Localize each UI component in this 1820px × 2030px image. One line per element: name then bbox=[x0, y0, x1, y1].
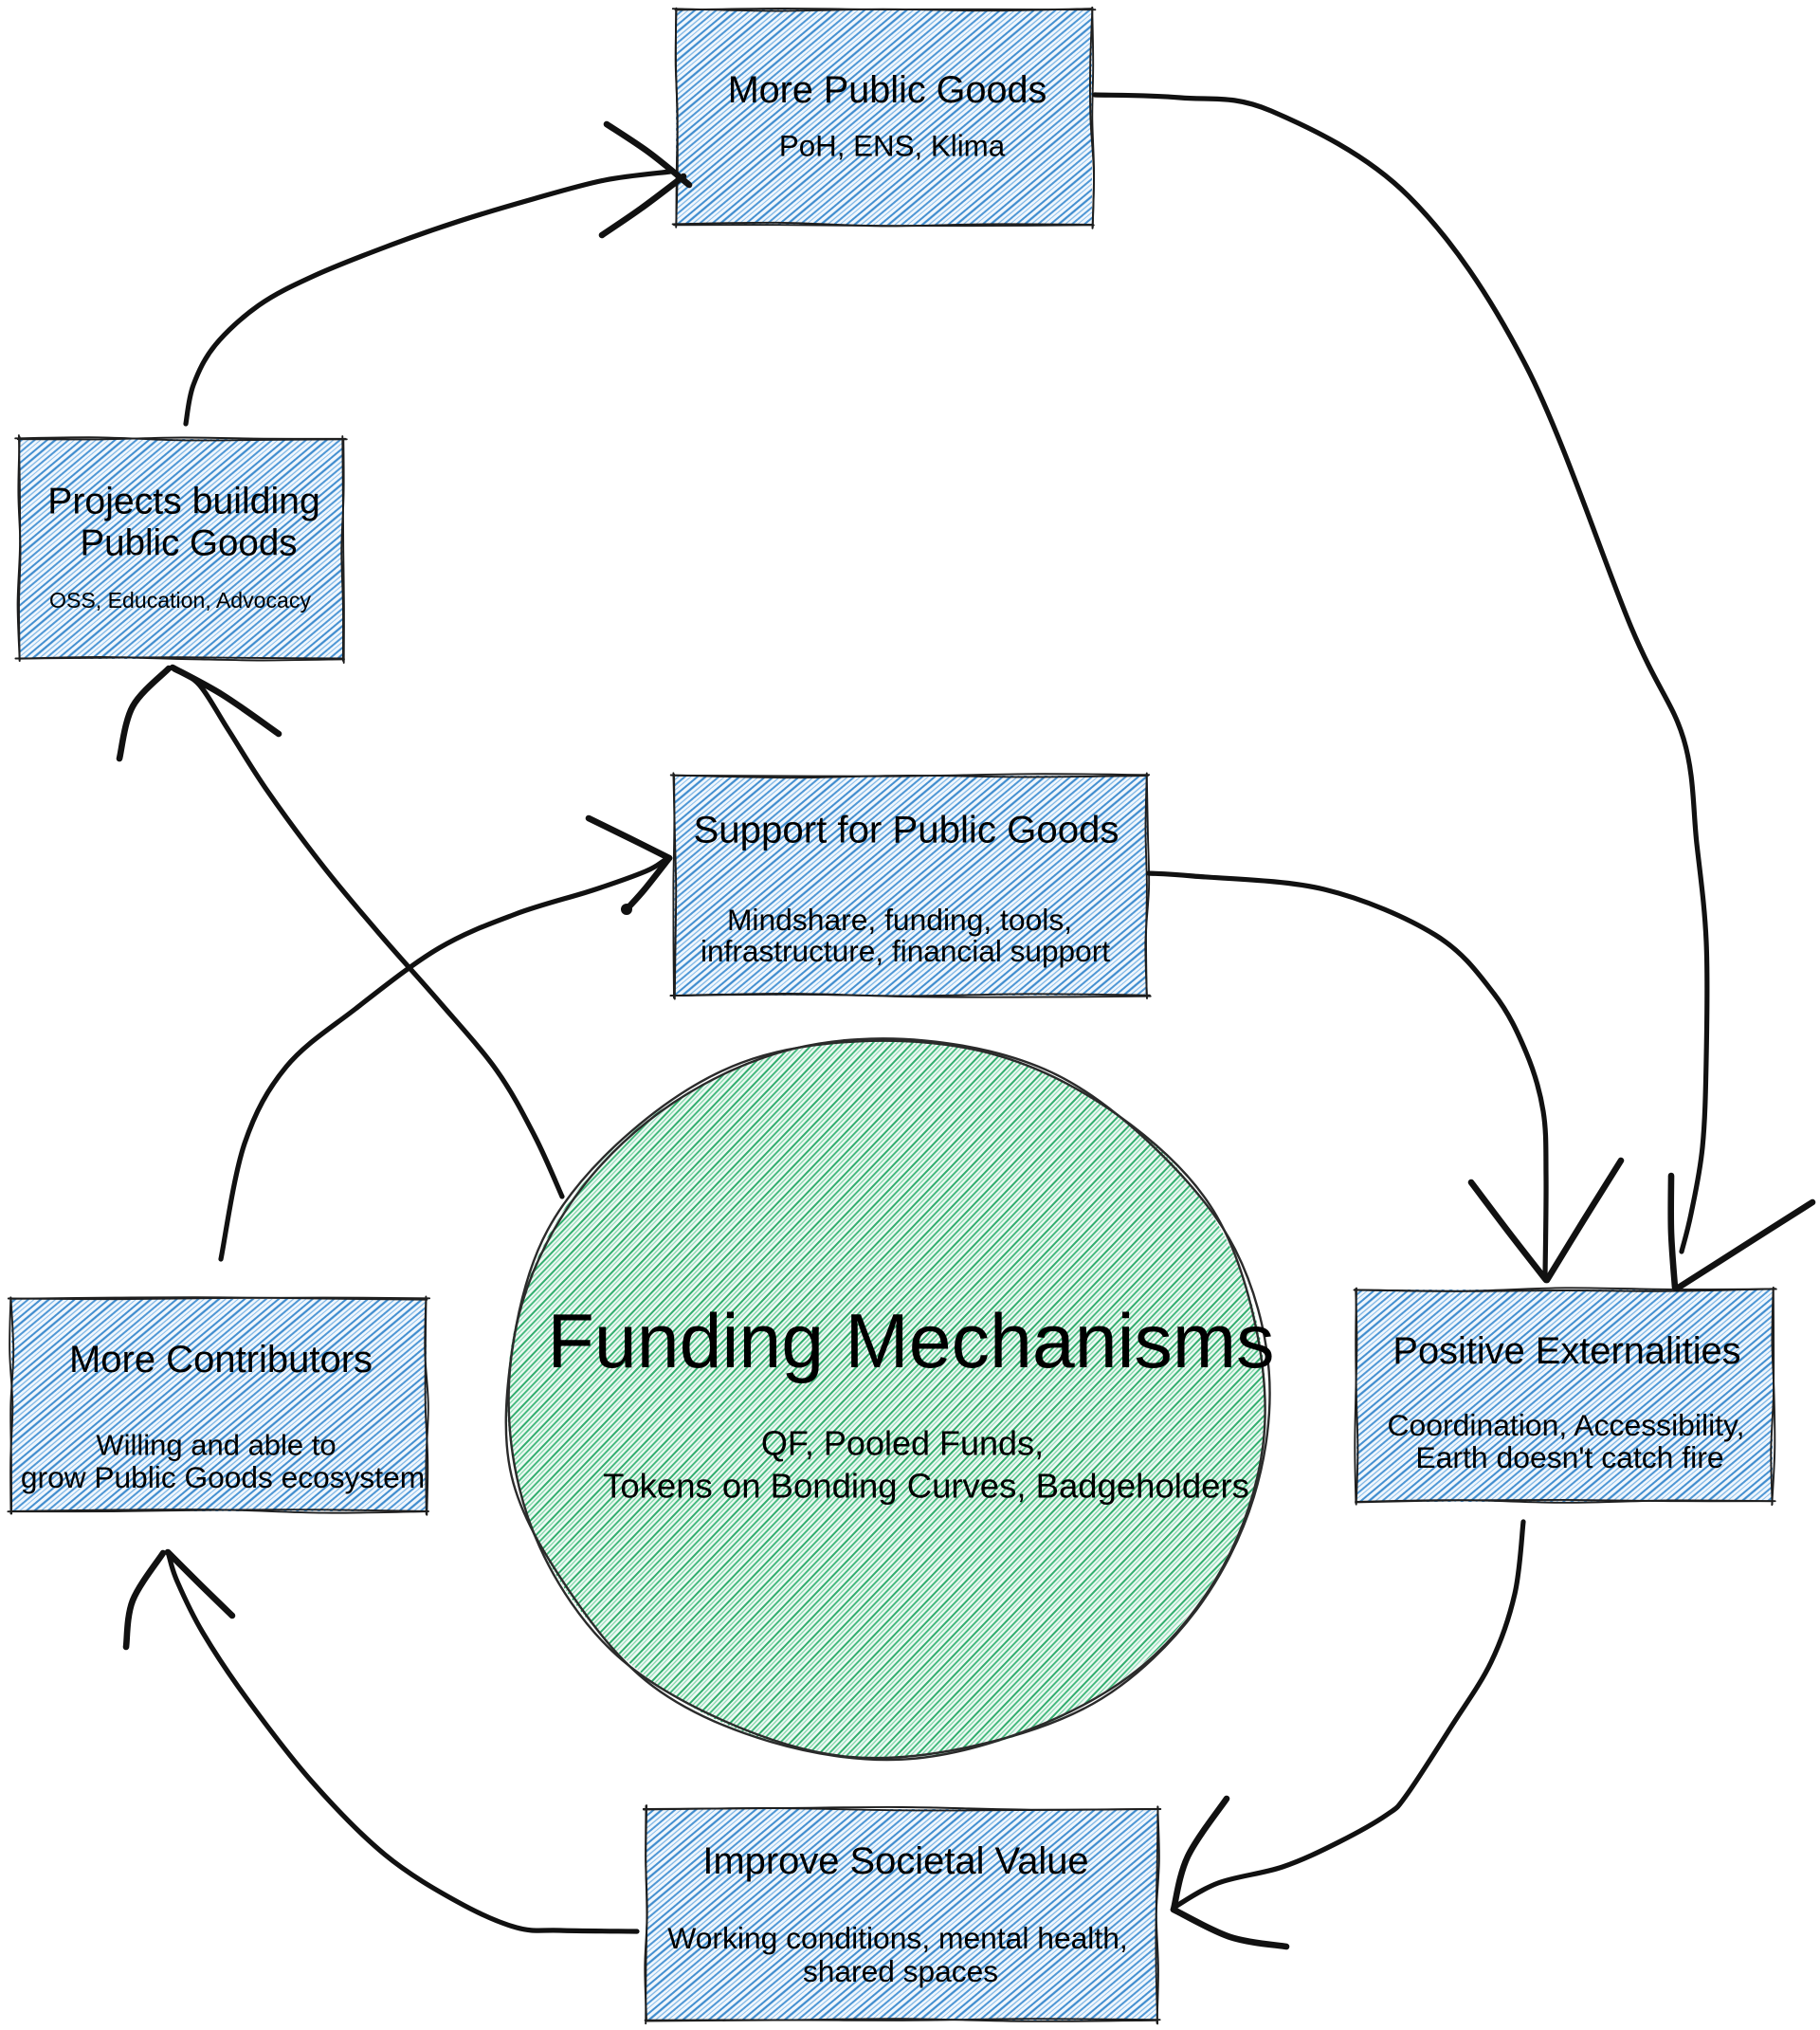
svg-text:Tokens on Bonding Curves, Badg: Tokens on Bonding Curves, Badgeholders bbox=[603, 1467, 1249, 1506]
svg-text:Mindshare, funding, tools,: Mindshare, funding, tools, bbox=[727, 903, 1072, 937]
svg-text:More Public Goods: More Public Goods bbox=[728, 69, 1047, 111]
svg-text:QF, Pooled Funds,: QF, Pooled Funds, bbox=[761, 1424, 1044, 1463]
svg-text:shared spaces: shared spaces bbox=[803, 1954, 998, 1988]
svg-text:Willing and able to: Willing and able to bbox=[96, 1429, 336, 1462]
svg-text:Positive Externalities: Positive Externalities bbox=[1392, 1330, 1740, 1372]
svg-text:Projects building: Projects building bbox=[47, 482, 320, 522]
svg-text:Earth doesn't catch fire: Earth doesn't catch fire bbox=[1415, 1440, 1723, 1474]
svg-text:infrastructure, financial supp: infrastructure, financial support bbox=[701, 934, 1110, 968]
svg-text:OSS, Education, Advocacy: OSS, Education, Advocacy bbox=[49, 588, 311, 613]
svg-text:PoH, ENS, Klima: PoH, ENS, Klima bbox=[779, 130, 1006, 163]
svg-text:Support for Public Goods: Support for Public Goods bbox=[693, 809, 1119, 851]
svg-text:Coordination, Accessibility,: Coordination, Accessibility, bbox=[1388, 1408, 1745, 1442]
svg-text:Public Goods: Public Goods bbox=[81, 523, 298, 564]
svg-text:Funding Mechanisms: Funding Mechanisms bbox=[548, 1299, 1275, 1384]
svg-text:More Contributors: More Contributors bbox=[69, 1339, 373, 1381]
svg-text:Working conditions, mental hea: Working conditions, mental health, bbox=[667, 1921, 1127, 1955]
svg-text:grow Public Goods ecosystem: grow Public Goods ecosystem bbox=[21, 1460, 425, 1494]
svg-text:Improve Societal Value: Improve Societal Value bbox=[702, 1840, 1088, 1882]
